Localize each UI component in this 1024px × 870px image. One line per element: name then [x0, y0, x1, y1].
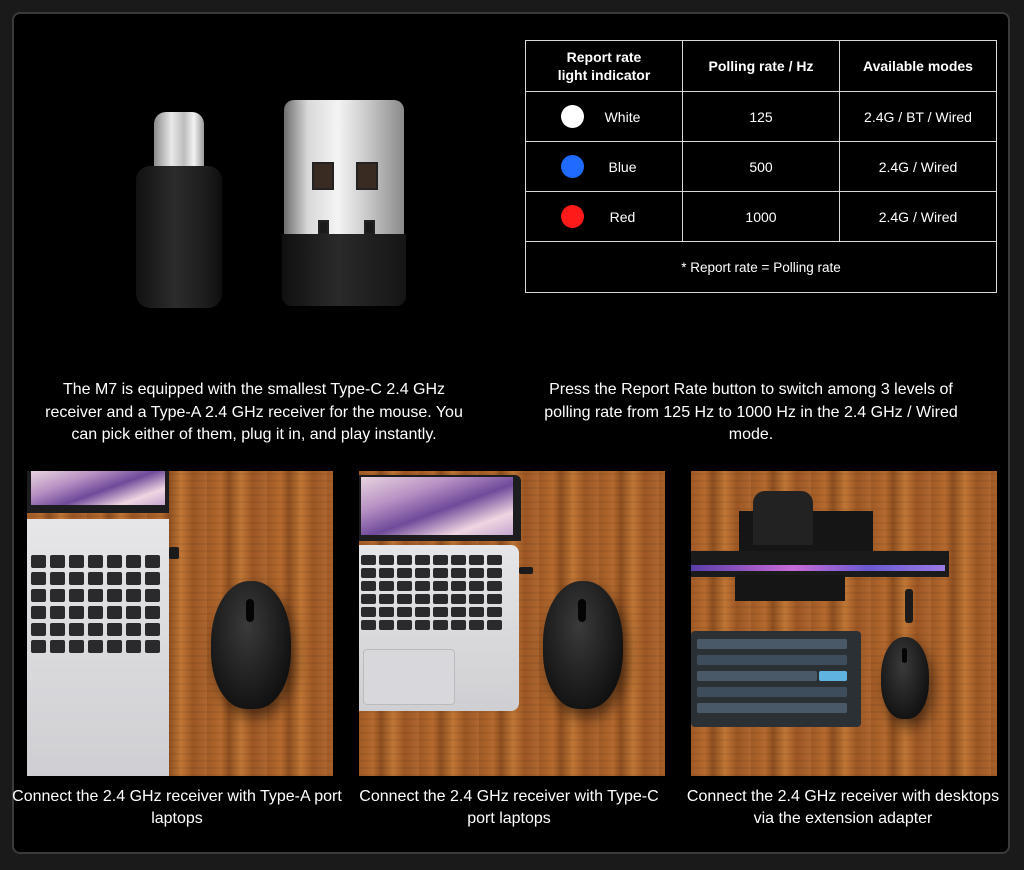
- report-rate-description: Press the Report Rate button to switch a…: [544, 381, 958, 443]
- modes-value: 2.4G / BT / Wired: [839, 91, 997, 142]
- type-c-laptop-photo: [359, 471, 665, 776]
- type-a-slot: [364, 220, 375, 235]
- report-rate-table: Report rate light indicator Polling rate…: [525, 40, 997, 293]
- indicator-label: Blue: [608, 158, 637, 175]
- table-header-row: Report rate light indicator Polling rate…: [525, 40, 997, 92]
- monitor-screen-edge: [691, 565, 945, 571]
- type-a-slot: [356, 162, 378, 190]
- type-a-slot: [318, 220, 329, 235]
- monitor-stand-base: [735, 575, 845, 601]
- laptop-body: [27, 519, 169, 776]
- indicator-cell: Red: [525, 191, 683, 242]
- monitor-stand-neck: [753, 491, 813, 545]
- table-row: Red 1000 2.4G / Wired: [525, 191, 997, 242]
- type-c-receiver-body: [136, 166, 222, 308]
- indicator-cell: White: [525, 91, 683, 142]
- mouse: [211, 581, 291, 709]
- laptop-body: [359, 545, 519, 711]
- mouse: [881, 637, 929, 719]
- header-indicator: Report rate light indicator: [525, 40, 683, 92]
- desktop-keyboard: [691, 631, 861, 727]
- header-polling: Polling rate / Hz: [682, 40, 840, 92]
- table-note: * Report rate = Polling rate: [525, 241, 997, 293]
- type-a-dongle: [169, 547, 179, 559]
- type-c-connector: [154, 112, 204, 174]
- indicator-label: White: [604, 108, 641, 125]
- caption-type-a: Connect the 2.4 GHz receiver with Type-A…: [12, 788, 342, 827]
- red-dot-icon: [560, 205, 584, 228]
- header-modes: Available modes: [839, 40, 997, 92]
- indicator-label: Red: [609, 208, 636, 225]
- type-c-dongle: [519, 567, 533, 574]
- type-a-receiver-body: [282, 234, 406, 306]
- trackpad: [363, 649, 455, 705]
- type-a-laptop-photo: [27, 471, 333, 776]
- header-indicator-line1: Report rate: [566, 49, 642, 65]
- type-a-slot: [312, 162, 334, 190]
- table-row: White 125 2.4G / BT / Wired: [525, 91, 997, 142]
- table-row: Blue 500 2.4G / Wired: [525, 141, 997, 192]
- polling-value: 1000: [682, 191, 840, 242]
- receivers-image: [124, 94, 414, 314]
- mouse: [543, 581, 623, 709]
- monitor: [691, 551, 949, 577]
- modes-value: 2.4G / Wired: [839, 141, 997, 192]
- caption-desktop: Connect the 2.4 GHz receiver with deskto…: [686, 788, 1000, 827]
- receiver-description: The M7 is equipped with the smallest Typ…: [45, 381, 463, 443]
- white-dot-icon: [560, 105, 584, 128]
- header-indicator-line2: light indicator: [557, 67, 651, 83]
- laptop-screen: [359, 475, 521, 541]
- table-note-row: * Report rate = Polling rate: [525, 241, 997, 293]
- blue-dot-icon: [560, 155, 584, 178]
- desktop-setup-photo: [691, 471, 997, 776]
- indicator-cell: Blue: [525, 141, 683, 192]
- polling-value: 500: [682, 141, 840, 192]
- caption-type-c: Connect the 2.4 GHz receiver with Type-C…: [359, 788, 659, 827]
- laptop-keyboard: [361, 555, 502, 630]
- laptop-screen: [27, 471, 169, 513]
- laptop-keyboard: [31, 555, 160, 653]
- type-a-connector: [284, 100, 404, 242]
- extension-adapter: [905, 589, 913, 623]
- polling-value: 125: [682, 91, 840, 142]
- modes-value: 2.4G / Wired: [839, 191, 997, 242]
